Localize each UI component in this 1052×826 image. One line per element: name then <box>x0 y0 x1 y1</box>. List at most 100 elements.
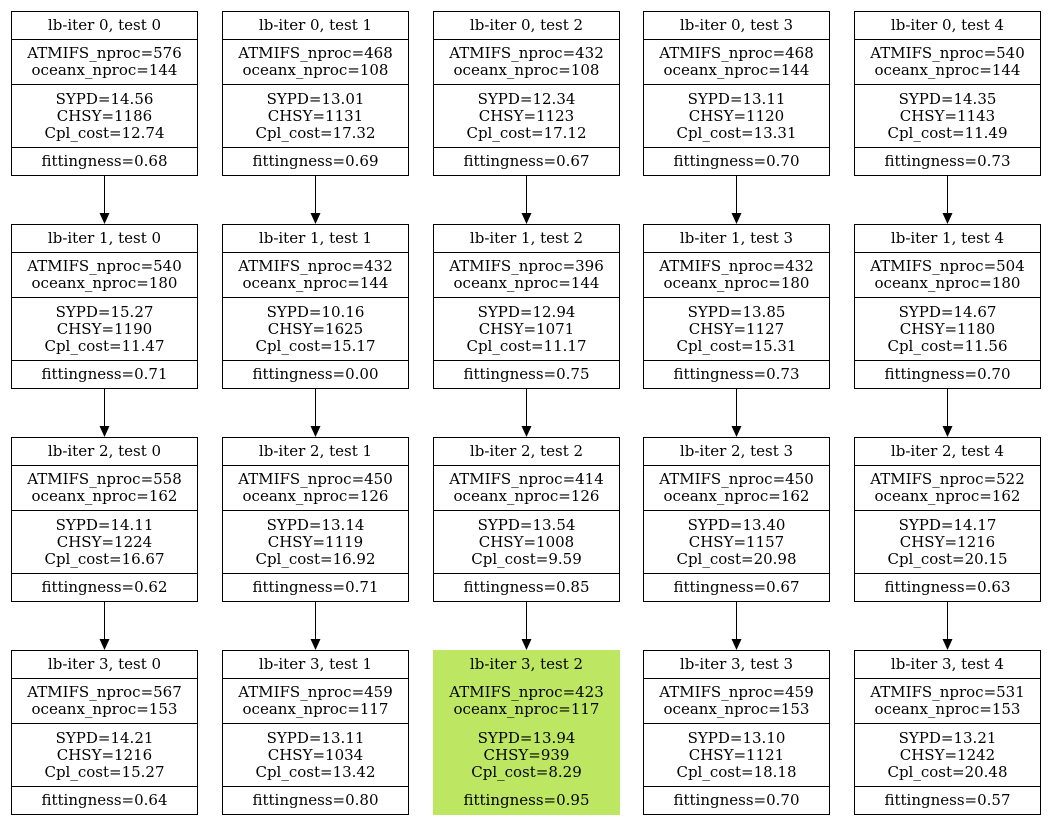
node-cpl-text: Cpl_cost=11.56 <box>887 336 1008 355</box>
node-sypd-text: SYPD=14.11 <box>55 515 154 534</box>
node-sypd-text: SYPD=13.94 <box>477 728 576 747</box>
node-title-text: lb-iter 1, test 4 <box>890 229 1005 247</box>
arrowhead-icon <box>310 426 321 437</box>
node-ocn-text: oceanx_nproc=144 <box>663 61 810 79</box>
node-chsy-text: CHSY=1157 <box>688 532 785 551</box>
node-cpl-text: Cpl_cost=11.17 <box>466 336 587 355</box>
node-fit-text: fittingness=0.69 <box>252 152 379 170</box>
arrowhead-icon <box>942 639 953 650</box>
node-sypd-text: SYPD=15.27 <box>55 302 154 321</box>
arrowhead-icon <box>942 213 953 224</box>
arrowhead-icon <box>99 426 110 437</box>
node-title-field: lb-iter 1, test 4 <box>855 225 1040 252</box>
edge-arrow <box>942 389 953 437</box>
node-chsy-text: CHSY=1071 <box>478 319 575 338</box>
node-title-field: lb-iter 0, test 4 <box>855 12 1040 39</box>
node-cpl-text: Cpl_cost=18.18 <box>676 762 797 781</box>
node-ocn-text: oceanx_nproc=180 <box>663 274 810 292</box>
node-cpl-text: Cpl_cost=13.42 <box>255 762 376 781</box>
node-chsy-text: CHSY=1186 <box>56 106 153 125</box>
node-fit-field: fittingness=0.95 <box>434 786 619 814</box>
node-fit-text: fittingness=0.71 <box>252 578 379 596</box>
node-fit-field: fittingness=0.75 <box>434 360 619 388</box>
edge-arrow <box>99 176 110 224</box>
node-atm-text: ATMIFS_nproc=414 <box>449 470 604 488</box>
edge-arrow <box>521 389 532 437</box>
node-sypd-text: SYPD=13.85 <box>687 302 786 321</box>
node-cpl-text: Cpl_cost=15.17 <box>255 336 376 355</box>
node-title-field: lb-iter 3, test 2 <box>434 651 619 678</box>
node-fit-field: fittingness=0.67 <box>434 147 619 175</box>
node-sypd-text: SYPD=14.56 <box>55 89 154 108</box>
node-ocn-text: oceanx_nproc=153 <box>31 700 178 718</box>
node-fit-text: fittingness=0.68 <box>41 152 168 170</box>
node-chsy-text: CHSY=1119 <box>267 532 364 551</box>
node-ocn-text: oceanx_nproc=117 <box>453 700 600 718</box>
node-cpl-text: Cpl_cost=11.49 <box>887 123 1008 142</box>
node-atm-text: ATMIFS_nproc=450 <box>238 470 393 488</box>
node-chsy-text: CHSY=1216 <box>899 532 996 551</box>
node-sypd-text: SYPD=13.40 <box>687 515 786 534</box>
node-chsy-text: CHSY=1224 <box>56 532 153 551</box>
node-chsy-text: CHSY=1242 <box>899 745 996 764</box>
node-fit-field: fittingness=0.68 <box>12 147 197 175</box>
node-atm-text: ATMIFS_nproc=576 <box>27 44 182 62</box>
node-title-field: lb-iter 3, test 1 <box>223 651 408 678</box>
node-title-field: lb-iter 3, test 4 <box>855 651 1040 678</box>
node-sypd-text: SYPD=14.67 <box>898 302 997 321</box>
node-fit-field: fittingness=0.69 <box>223 147 408 175</box>
node-fit-text: fittingness=0.71 <box>41 365 168 383</box>
node-ocn-text: oceanx_nproc=117 <box>242 700 389 718</box>
edge-arrow <box>521 602 532 650</box>
node-fit-field: fittingness=0.70 <box>644 786 829 814</box>
node-title-field: lb-iter 3, test 0 <box>12 651 197 678</box>
node-chsy-text: CHSY=1120 <box>688 106 785 125</box>
node-ocn-text: oceanx_nproc=162 <box>663 487 810 505</box>
node-fit-field: fittingness=0.71 <box>12 360 197 388</box>
node-cpl-text: Cpl_cost=20.15 <box>887 549 1008 568</box>
node-title-text: lb-iter 2, test 1 <box>258 442 373 460</box>
node-title-text: lb-iter 3, test 4 <box>890 655 1005 673</box>
arrowhead-icon <box>942 426 953 437</box>
node-ocn-text: oceanx_nproc=153 <box>874 700 1021 718</box>
node-atm-text: ATMIFS_nproc=504 <box>870 257 1025 275</box>
node-title-field: lb-iter 0, test 1 <box>223 12 408 39</box>
node-cpl-text: Cpl_cost=17.12 <box>466 123 587 142</box>
arrowhead-icon <box>310 213 321 224</box>
node-fit-text: fittingness=0.57 <box>884 791 1011 809</box>
edge-arrow <box>99 389 110 437</box>
node-fit-field: fittingness=0.80 <box>223 786 408 814</box>
node-title-field: lb-iter 1, test 2 <box>434 225 619 252</box>
node-title-field: lb-iter 0, test 2 <box>434 12 619 39</box>
node-title-text: lb-iter 1, test 1 <box>258 229 373 247</box>
node-title-text: lb-iter 2, test 3 <box>679 442 794 460</box>
node-cpl-text: Cpl_cost=13.31 <box>676 123 797 142</box>
node-title-field: lb-iter 2, test 4 <box>855 438 1040 465</box>
node-ocn-text: oceanx_nproc=144 <box>242 274 389 292</box>
node-atm-text: ATMIFS_nproc=396 <box>449 257 604 275</box>
edge-arrow <box>521 176 532 224</box>
node-ocn-text: oceanx_nproc=126 <box>453 487 600 505</box>
